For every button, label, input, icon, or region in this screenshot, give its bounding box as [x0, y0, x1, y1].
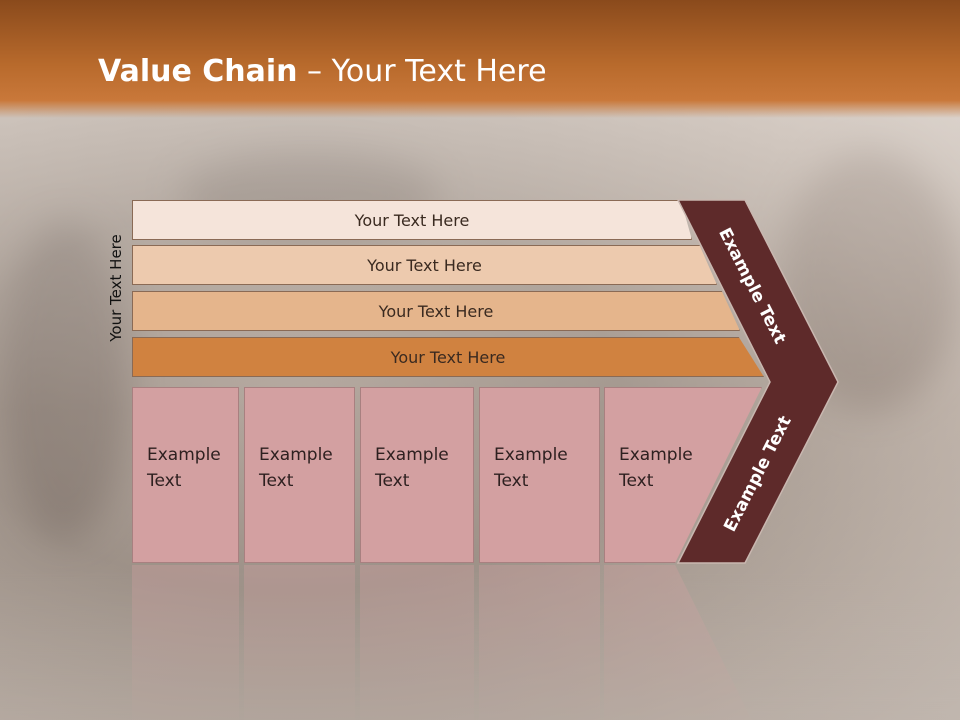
value-bar-2: Your Text Here: [132, 245, 717, 285]
slide-title: Value Chain – Your Text Here: [98, 54, 547, 89]
example-box-1-line2: Text: [147, 471, 182, 491]
value-bar-1: Your Text Here: [132, 200, 692, 240]
example-box-3-line1: Example: [375, 445, 449, 465]
value-bar-1-label: Your Text Here: [354, 210, 470, 230]
example-box-4-line1: Example: [494, 445, 568, 465]
reflection: [0, 565, 960, 720]
example-box-3-line2: Text: [375, 471, 410, 491]
title-bar: [0, 0, 960, 118]
title-rest: – Your Text Here: [297, 54, 547, 89]
value-bar-3: Your Text Here: [132, 291, 740, 331]
title-bold: Value Chain: [98, 54, 298, 89]
value-bar-2-label: Your Text Here: [367, 255, 482, 275]
value-bar-4-label: Your Text Here: [390, 347, 506, 367]
value-bar-4: Your Text Here: [132, 337, 764, 377]
example-box-5-line2: Text: [619, 471, 654, 491]
example-box-2-line2: Text: [259, 471, 294, 491]
example-box-4-line2: Text: [494, 471, 529, 491]
example-box-1-line1: Example: [147, 445, 221, 465]
example-box-2-line1: Example: [259, 445, 333, 465]
example-box-5-line1: Example: [619, 445, 693, 465]
value-bar-3-label: Your Text Here: [378, 301, 494, 321]
chevron-shape: [676, 199, 839, 564]
